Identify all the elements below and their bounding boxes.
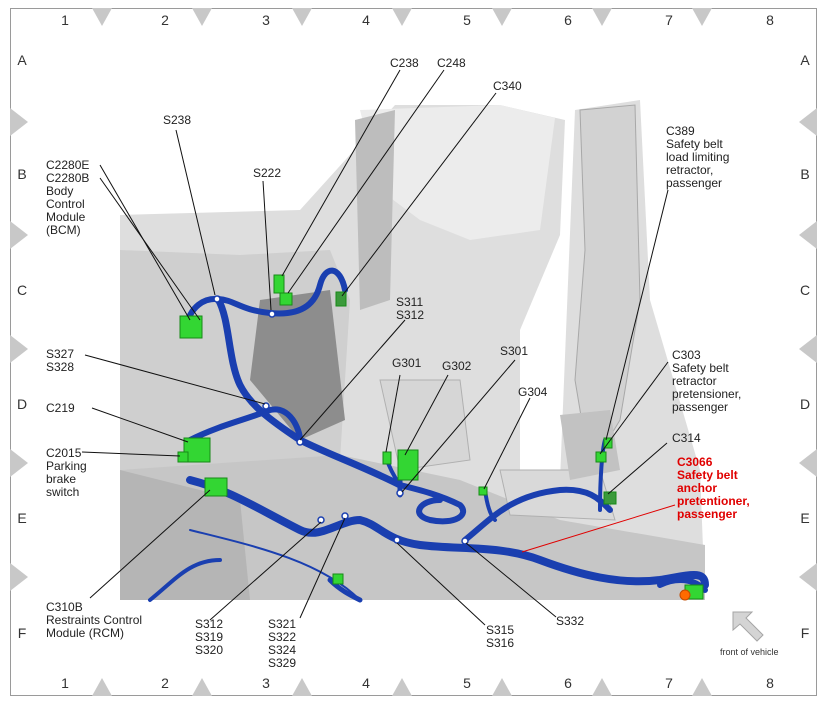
splice-s315 — [393, 536, 401, 544]
connector-s321-area — [332, 573, 344, 585]
connector-orange — [679, 589, 691, 601]
grid-col-8-top: 8 — [766, 12, 774, 28]
splice-s312 — [317, 516, 325, 524]
callout-g301: G301 — [392, 356, 422, 370]
splice-s222 — [268, 310, 276, 318]
grid-row-e-right: E — [800, 510, 810, 526]
grid-col-4-bottom: 4 — [362, 675, 370, 691]
grid-row-b-right: B — [800, 166, 810, 182]
leader-lines — [81, 69, 669, 626]
grid-row-d-right: D — [799, 396, 811, 412]
splice-s238 — [213, 295, 221, 303]
front-of-vehicle-label: front of vehicle — [720, 647, 779, 657]
splice-s327 — [262, 402, 270, 410]
splice-s301 — [396, 489, 404, 497]
callout-c248: C248 — [437, 56, 466, 70]
grid-col-6-top: 6 — [564, 12, 572, 28]
connector-c2015 — [177, 451, 189, 463]
grid-col-2-bottom: 2 — [161, 675, 169, 691]
grid-col-7-bottom: 7 — [665, 675, 673, 691]
callout-s301: S301 — [500, 344, 529, 358]
grid-col-4-top: 4 — [362, 12, 370, 28]
callout-s332: S332 — [556, 614, 585, 628]
grid-col-5-bottom: 5 — [463, 675, 471, 691]
callout-g304: G304 — [518, 385, 548, 399]
grid-col-5-top: 5 — [463, 12, 471, 28]
connector-g304 — [478, 486, 488, 496]
grid-col-1-top: 1 — [61, 12, 69, 28]
grid-row-c-left: C — [16, 282, 28, 298]
callout-s222: S222 — [253, 166, 282, 180]
border-markers — [10, 8, 817, 696]
splice-s332 — [461, 537, 469, 545]
grid-row-f-right: F — [800, 625, 810, 641]
connector-c310b — [204, 477, 228, 497]
callout-c238: C238 — [390, 56, 419, 70]
connector-g301 — [382, 451, 392, 465]
splice-points — [213, 295, 469, 545]
grid-col-1-bottom: 1 — [61, 675, 69, 691]
grid-row-c-right: C — [799, 282, 811, 298]
grid-col-6-bottom: 6 — [564, 675, 572, 691]
leader-line-c3066 — [521, 504, 676, 553]
grid-row-b-left: B — [17, 166, 27, 182]
vehicle-body — [120, 100, 705, 600]
connector-c248 — [279, 292, 293, 306]
callout-s238: S238 — [163, 113, 192, 127]
grid-row-a-right: A — [800, 52, 810, 68]
connector-c219 — [183, 437, 211, 463]
grid-col-3-top: 3 — [262, 12, 270, 28]
splice-s311 — [296, 438, 304, 446]
grid-row-e-left: E — [17, 510, 27, 526]
grid-row-a-left: A — [17, 52, 27, 68]
connector-c2280 — [179, 315, 203, 339]
grid-col-2-top: 2 — [161, 12, 169, 28]
grid-col-7-top: 7 — [665, 12, 673, 28]
connector-c303 — [595, 451, 607, 463]
grid-col-8-bottom: 8 — [766, 675, 774, 691]
grid-row-f-left: F — [17, 625, 27, 641]
callout-c340: C340 — [493, 79, 522, 93]
grid-col-3-bottom: 3 — [262, 675, 270, 691]
connector-c340 — [335, 291, 347, 307]
grid-row-d-left: D — [16, 396, 28, 412]
connector-g302 — [397, 449, 419, 481]
connector-c314 — [603, 491, 617, 505]
connector-c238 — [273, 274, 285, 294]
callout-c219: C219 — [46, 401, 75, 415]
front-arrow-icon — [732, 611, 764, 642]
callout-g302: G302 — [442, 359, 472, 373]
callout-c314: C314 — [672, 431, 701, 445]
